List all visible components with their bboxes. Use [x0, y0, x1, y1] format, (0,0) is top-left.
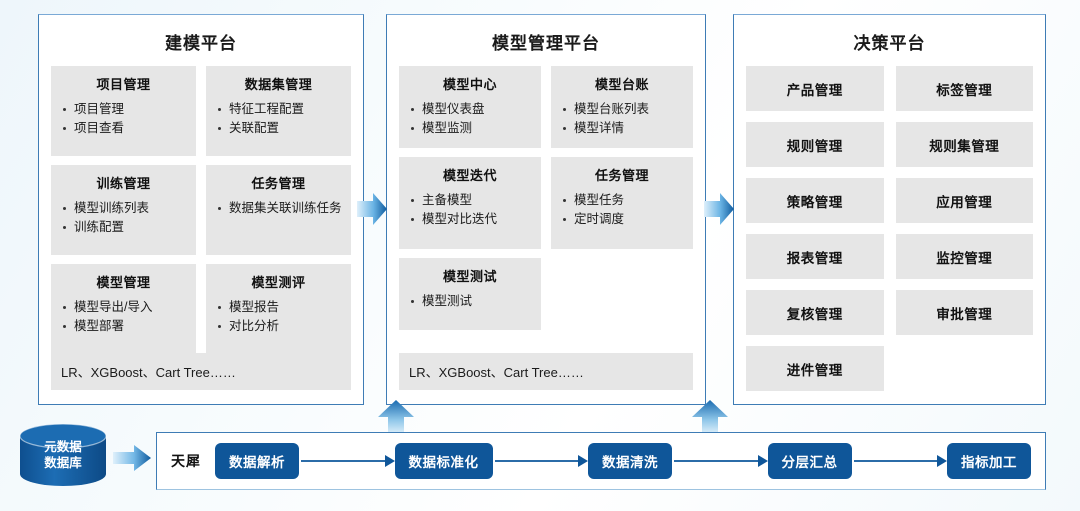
card-item-list: 模型任务 定时调度: [557, 191, 687, 230]
pipeline-connector-arrow-icon: [299, 455, 395, 467]
list-item[interactable]: 模型台账列表: [557, 100, 687, 119]
card-title: 模型台账: [594, 77, 649, 92]
list-item[interactable]: 模型部署: [57, 317, 190, 336]
flow-arrow-up-icon: [692, 400, 728, 436]
card-item-list: 模型测试: [405, 292, 535, 311]
pipeline-connector-arrow-icon: [493, 455, 589, 467]
tile-approval-management[interactable]: 审批管理: [895, 290, 1033, 335]
algorithm-strip-management: LR、XGBoost、Cart Tree……: [399, 353, 693, 390]
list-item[interactable]: 特征工程配置: [212, 100, 345, 119]
panel-title-modeling: 建模平台: [165, 34, 237, 53]
card-title: 模型中心: [442, 77, 497, 92]
list-item[interactable]: 模型训练列表: [57, 199, 190, 218]
card-title: 训练管理: [96, 176, 151, 191]
data-pipeline-bar: 天犀 数据解析 数据标准化 数据清洗 分层汇总 指标加工: [156, 432, 1046, 490]
card-training-management[interactable]: 训练管理 模型训练列表 训练配置: [51, 165, 196, 255]
database-cylinder-icon: [19, 424, 107, 486]
card-item-list: 模型仪表盘 模型监测: [405, 100, 535, 139]
pipeline-step-data-parsing[interactable]: 数据解析: [215, 443, 299, 479]
card-model-center[interactable]: 模型中心 模型仪表盘 模型监测: [399, 66, 541, 148]
card-model-management[interactable]: 模型管理 模型导出/导入 模型部署: [51, 264, 196, 354]
list-item[interactable]: 对比分析: [212, 317, 345, 336]
card-model-test[interactable]: 模型测试 模型测试: [399, 258, 541, 330]
list-item[interactable]: 数据集关联训练任务: [212, 199, 345, 218]
list-item[interactable]: 项目管理: [57, 100, 190, 119]
list-item[interactable]: 训练配置: [57, 218, 190, 237]
tile-ruleset-management[interactable]: 规则集管理: [895, 122, 1033, 167]
list-item[interactable]: 项目查看: [57, 119, 190, 138]
card-item-list: 数据集关联训练任务: [212, 199, 345, 218]
card-title: 项目管理: [96, 77, 151, 92]
card-model-ledger[interactable]: 模型台账 模型台账列表 模型详情: [551, 66, 693, 148]
panel-title-management: 模型管理平台: [492, 34, 600, 53]
card-item-list: 模型报告 对比分析: [212, 298, 345, 337]
list-item[interactable]: 定时调度: [557, 210, 687, 229]
card-title: 模型迭代: [442, 168, 497, 183]
decision-tile-grid: 产品管理 标签管理 规则管理 规则集管理 策略管理 应用管理 报表管理 监控管理…: [746, 66, 1033, 391]
tile-review-management[interactable]: 复核管理: [746, 290, 884, 335]
card-title: 数据集管理: [244, 77, 313, 92]
tile-tag-management[interactable]: 标签管理: [895, 66, 1033, 111]
list-item[interactable]: 模型对比迭代: [405, 210, 535, 229]
card-dataset-management[interactable]: 数据集管理 特征工程配置 关联配置: [206, 66, 351, 156]
panel-modeling-platform: 建模平台 项目管理 项目管理 项目查看 数据集管理 特征工程配置 关联配置 训练…: [38, 14, 364, 405]
card-model-evaluation[interactable]: 模型测评 模型报告 对比分析: [206, 264, 351, 354]
list-item[interactable]: 模型仪表盘: [405, 100, 535, 119]
card-task-management[interactable]: 任务管理 模型任务 定时调度: [551, 157, 693, 249]
card-item-list: 模型导出/导入 模型部署: [57, 298, 190, 337]
pipeline-step-data-cleaning[interactable]: 数据清洗: [588, 443, 672, 479]
tile-application-management[interactable]: 应用管理: [895, 178, 1033, 223]
pipeline-steps: 数据解析 数据标准化 数据清洗 分层汇总 指标加工: [215, 443, 1031, 479]
tile-strategy-management[interactable]: 策略管理: [746, 178, 884, 223]
pipeline-step-data-standardization[interactable]: 数据标准化: [394, 443, 493, 479]
list-item[interactable]: 模型详情: [557, 119, 687, 138]
card-item-list: 特征工程配置 关联配置: [212, 100, 345, 139]
flow-arrow-right-icon: [357, 193, 387, 225]
pipeline-step-metric-processing[interactable]: 指标加工: [947, 443, 1031, 479]
tile-rule-management[interactable]: 规则管理: [746, 122, 884, 167]
modeling-card-grid: 项目管理 项目管理 项目查看 数据集管理 特征工程配置 关联配置 训练管理 模型…: [51, 66, 351, 354]
list-item[interactable]: 模型任务: [557, 191, 687, 210]
card-title: 任务管理: [251, 176, 306, 191]
flow-arrow-up-icon: [378, 400, 414, 436]
pipeline-platform-label: 天犀: [171, 453, 201, 469]
card-project-management[interactable]: 项目管理 项目管理 项目查看: [51, 66, 196, 156]
card-item-list: 项目管理 项目查看: [57, 100, 190, 139]
tile-monitoring-management[interactable]: 监控管理: [895, 234, 1033, 279]
card-item-list: 主备模型 模型对比迭代: [405, 191, 535, 230]
card-spacer: [551, 258, 693, 330]
flow-arrow-right-icon: [704, 193, 734, 225]
card-model-iteration[interactable]: 模型迭代 主备模型 模型对比迭代: [399, 157, 541, 249]
card-title: 模型管理: [96, 275, 151, 290]
card-title: 任务管理: [594, 168, 649, 183]
pipeline-step-layered-aggregation[interactable]: 分层汇总: [767, 443, 852, 479]
card-item-list: 模型训练列表 训练配置: [57, 199, 190, 238]
pipeline-connector-arrow-icon: [852, 455, 948, 467]
list-item[interactable]: 关联配置: [212, 119, 345, 138]
list-item[interactable]: 模型报告: [212, 298, 345, 317]
card-title: 模型测评: [251, 275, 306, 290]
tile-report-management[interactable]: 报表管理: [746, 234, 884, 279]
list-item[interactable]: 模型测试: [405, 292, 535, 311]
tile-product-management[interactable]: 产品管理: [746, 66, 884, 111]
list-item[interactable]: 主备模型: [405, 191, 535, 210]
pipeline-connector-arrow-icon: [672, 455, 768, 467]
panel-model-management-platform: 模型管理平台 模型中心 模型仪表盘 模型监测 模型台账 模型台账列表 模型详情 …: [386, 14, 706, 405]
panel-decision-platform: 决策平台 产品管理 标签管理 规则管理 规则集管理 策略管理 应用管理 报表管理…: [733, 14, 1046, 405]
card-title: 模型测试: [442, 269, 497, 284]
tile-intake-management[interactable]: 进件管理: [746, 346, 884, 391]
card-item-list: 模型台账列表 模型详情: [557, 100, 687, 139]
management-card-grid: 模型中心 模型仪表盘 模型监测 模型台账 模型台账列表 模型详情 模型迭代 主备…: [399, 66, 693, 330]
algorithm-strip-modeling: LR、XGBoost、Cart Tree……: [51, 353, 351, 390]
list-item[interactable]: 模型监测: [405, 119, 535, 138]
panel-title-decision: 决策平台: [853, 34, 926, 53]
flow-arrow-right-icon: [113, 445, 151, 471]
card-task-management[interactable]: 任务管理 数据集关联训练任务: [206, 165, 351, 255]
list-item[interactable]: 模型导出/导入: [57, 298, 190, 317]
